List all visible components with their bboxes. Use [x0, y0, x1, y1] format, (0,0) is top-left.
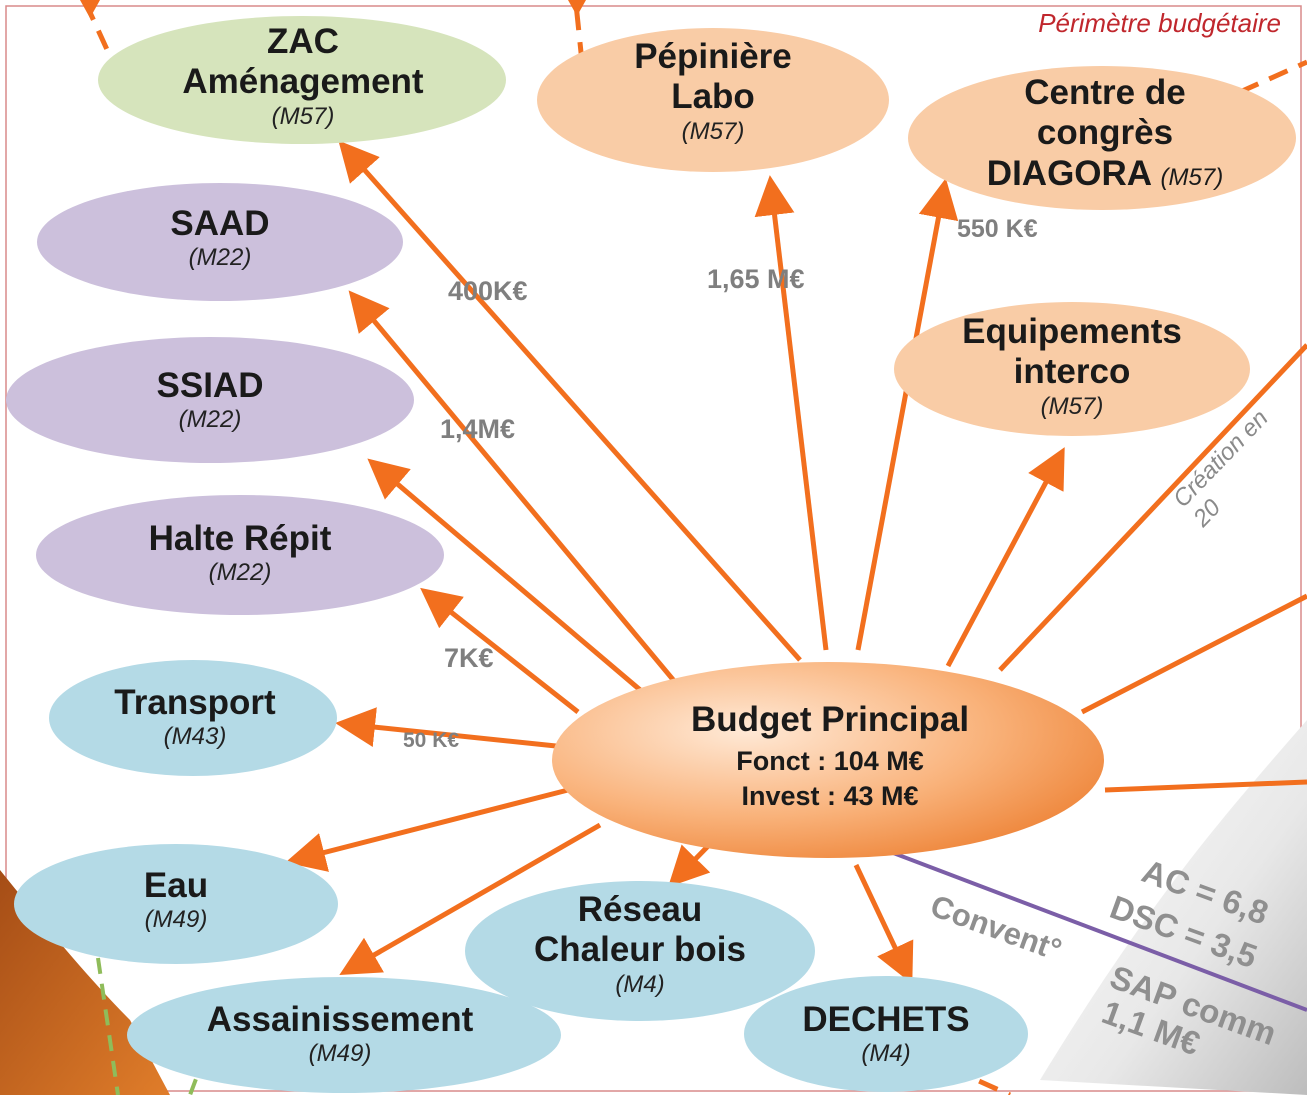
- dashed-arrow-diagora: [1238, 59, 1307, 95]
- arrow-diagora: [855, 178, 959, 651]
- node-assainissement-line1: Assainissement: [206, 1000, 474, 1039]
- node-dechets-text: DECHETS (M4): [766, 1000, 1006, 1068]
- node-eau: [14, 844, 338, 964]
- node-reseau-text: Réseau Chaleur bois (M4): [490, 890, 790, 998]
- node-halte-code: (M22): [208, 559, 272, 587]
- node-equipements-code: (M57): [1040, 392, 1104, 420]
- node-eau-code: (M49): [144, 906, 208, 934]
- node-reseau-line2: Chaleur bois: [534, 930, 746, 970]
- node-reseau-code: (M4): [615, 970, 665, 998]
- node-eau-text: Eau (M49): [76, 866, 276, 934]
- amount-diagora: 550 K€: [957, 215, 1038, 243]
- node-ssiad-line1: SSIAD: [156, 366, 264, 405]
- node-dechets: [744, 976, 1028, 1092]
- convention-line: [879, 846, 1307, 1012]
- node-diagora: [908, 66, 1296, 210]
- node-dechets-code: (M4): [861, 1040, 911, 1068]
- arrow-halte: [420, 587, 580, 714]
- arrow-saad: [348, 290, 682, 690]
- node-zac-code: (M57): [271, 102, 335, 130]
- node-dechets-line1: DECHETS: [802, 1000, 970, 1039]
- node-saad-code: (M22): [188, 244, 252, 272]
- paper-curl: [1040, 720, 1307, 1095]
- arrow-assainissement: [339, 822, 602, 975]
- node-transport-code: (M43): [163, 723, 227, 751]
- arrow-transport: [335, 707, 557, 749]
- node-assainissement: [127, 977, 561, 1093]
- node-diagora-text: Centre de congrès DIAGORA (M57): [940, 73, 1270, 194]
- amount-zac: 400K€: [448, 276, 528, 306]
- line-right-1: [998, 343, 1307, 672]
- node-transport: [49, 660, 337, 776]
- node-transport-text: Transport (M43): [60, 683, 330, 751]
- perimeter-label: Périmètre budgétaire: [1038, 8, 1281, 38]
- green-dashed-line: [96, 957, 120, 1095]
- arrow-equipements: [945, 447, 1065, 668]
- node-reseau: [465, 881, 815, 1021]
- node-pepiniere-code: (M57): [681, 117, 745, 145]
- node-diagora-line1: Centre de: [1024, 73, 1186, 112]
- node-equipements-line1: Equipements: [962, 312, 1182, 351]
- node-halte-line1: Halte Répit: [148, 519, 332, 558]
- arrow-zac: [338, 140, 802, 662]
- arrow-dechets: [853, 863, 914, 985]
- node-equipements: [894, 302, 1250, 436]
- arrow-ssiad: [367, 458, 654, 702]
- line-right-3: [1104, 779, 1307, 793]
- node-halte-text: Halte Répit (M22): [80, 519, 400, 587]
- amount-transport: 50 K€: [403, 729, 460, 752]
- node-halte: [36, 495, 444, 615]
- node-saad-text: SAAD (M22): [80, 204, 360, 272]
- node-assainissement-code: (M49): [308, 1040, 372, 1068]
- node-ssiad-text: SSIAD (M22): [70, 366, 350, 434]
- arrow-eau: [285, 787, 569, 872]
- amount-halte: 7K€: [444, 643, 494, 673]
- node-saad-line1: SAAD: [170, 204, 270, 243]
- node-pepiniere: [537, 28, 889, 172]
- node-diagora-code: (M57): [1160, 163, 1224, 191]
- node-transport-line1: Transport: [114, 683, 276, 722]
- node-zac: [98, 16, 506, 144]
- node-pepiniere-line1: Pépinière: [634, 37, 792, 76]
- node-ssiad-code: (M22): [178, 406, 242, 434]
- node-equipements-text: Equipements interco (M57): [922, 312, 1222, 420]
- arrow-reseau: [668, 840, 714, 888]
- node-equipements-line2: interco: [1013, 352, 1131, 392]
- node-zac-text: ZAC Aménagement (M57): [118, 22, 488, 130]
- line-right-2: [1080, 593, 1307, 715]
- node-assainissement-text: Assainissement (M49): [160, 1000, 520, 1068]
- node-zac-line1: ZAC: [267, 22, 339, 61]
- node-pepiniere-line2: Labo: [671, 77, 755, 117]
- node-ssiad: [6, 337, 414, 463]
- node-reseau-line1: Réseau: [577, 890, 703, 929]
- node-eau-line1: Eau: [143, 866, 209, 905]
- node-diagora-line3: DIAGORA: [986, 153, 1151, 193]
- node-center: [552, 662, 1104, 858]
- node-pepiniere-text: Pépinière Labo (M57): [563, 37, 863, 145]
- node-saad: [37, 183, 403, 301]
- center-invest: Invest : 43 M€: [741, 781, 919, 812]
- perimeter-frame: [5, 5, 1302, 1092]
- node-diagora-line2: congrès: [1036, 113, 1174, 153]
- amount-ssiad: 1,4M€: [440, 414, 516, 444]
- center-text: Budget Principal Fonct : 104 M€ Invest :…: [620, 700, 1040, 812]
- dashed-head-zac: [80, 0, 100, 18]
- amount-pepiniere: 1,65 M€: [707, 264, 805, 294]
- center-title: Budget Principal: [690, 700, 970, 739]
- node-zac-line2: Aménagement: [182, 62, 424, 102]
- arrow-pepiniere: [754, 175, 829, 651]
- dashed-head-pepiniere: [568, 0, 586, 16]
- center-fonct: Fonct : 104 M€: [736, 746, 924, 777]
